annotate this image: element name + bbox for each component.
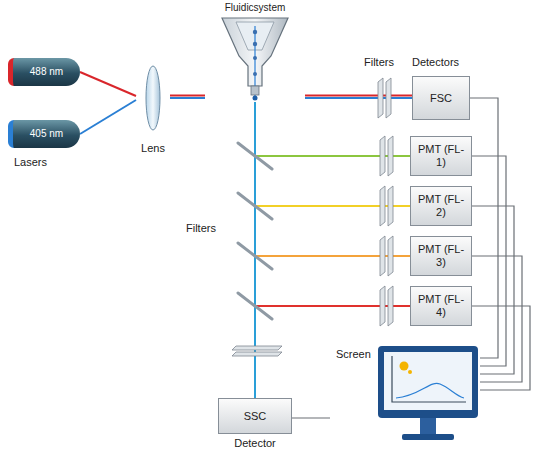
node-text: PMT (FL-3)	[413, 243, 469, 268]
node-text: FSC	[430, 92, 452, 105]
column-label: Filters	[364, 56, 394, 68]
laser-source: 488 nm	[8, 58, 80, 86]
fluidic-system: Fluidicsystem	[205, 0, 305, 102]
ssc-filter	[232, 346, 282, 356]
lens: Lens	[136, 56, 170, 156]
node-text: SSC	[218, 398, 292, 434]
lens-shape	[146, 66, 160, 130]
laser-beam-twin	[170, 95, 205, 97]
fluidic-nozzle	[222, 18, 288, 101]
node-text: Lens	[141, 142, 165, 155]
signal-wire	[472, 206, 514, 374]
light-beam	[80, 72, 136, 96]
laser-source: 405 nm	[8, 120, 80, 148]
dichroic-mirrors	[238, 143, 272, 319]
light-beam	[255, 102, 410, 256]
node-text: PMT (FL-1)	[413, 143, 469, 168]
light-beam	[305, 97, 412, 99]
laser-beam-twin	[305, 95, 412, 97]
pmt-box: PMT (FL-3)	[410, 236, 472, 276]
group-label: Filters	[186, 222, 216, 234]
detector-box: FSC	[412, 76, 470, 120]
node-caption: Detector	[234, 437, 276, 450]
node-text: PMT (FL-4)	[413, 293, 469, 318]
group-label: Lasers	[14, 156, 47, 168]
filter-plates	[378, 78, 393, 326]
node-text: 405 nm	[30, 128, 63, 140]
light-beam	[80, 100, 136, 134]
monitor	[378, 346, 478, 440]
light-beam	[255, 102, 410, 306]
pmt-box: PMT (FL-2)	[410, 186, 472, 226]
signal-wire	[472, 256, 522, 382]
column-label: Detectors	[412, 56, 459, 68]
signal-wire	[292, 417, 330, 418]
signal-wire	[470, 98, 498, 358]
node-text: PMT (FL-2)	[413, 193, 469, 218]
detector-box: SSC Detector	[218, 398, 292, 462]
node-text: 488 nm	[30, 66, 63, 78]
node-text: Screen	[336, 348, 371, 361]
signal-wire	[472, 306, 530, 390]
light-beam	[170, 97, 205, 99]
pmt-box: PMT (FL-1)	[410, 136, 472, 176]
node-text: Fluidicsystem	[225, 2, 286, 14]
pmt-box: PMT (FL-4)	[410, 286, 472, 326]
screen: Screen	[330, 340, 480, 450]
signal-wire	[472, 156, 506, 366]
